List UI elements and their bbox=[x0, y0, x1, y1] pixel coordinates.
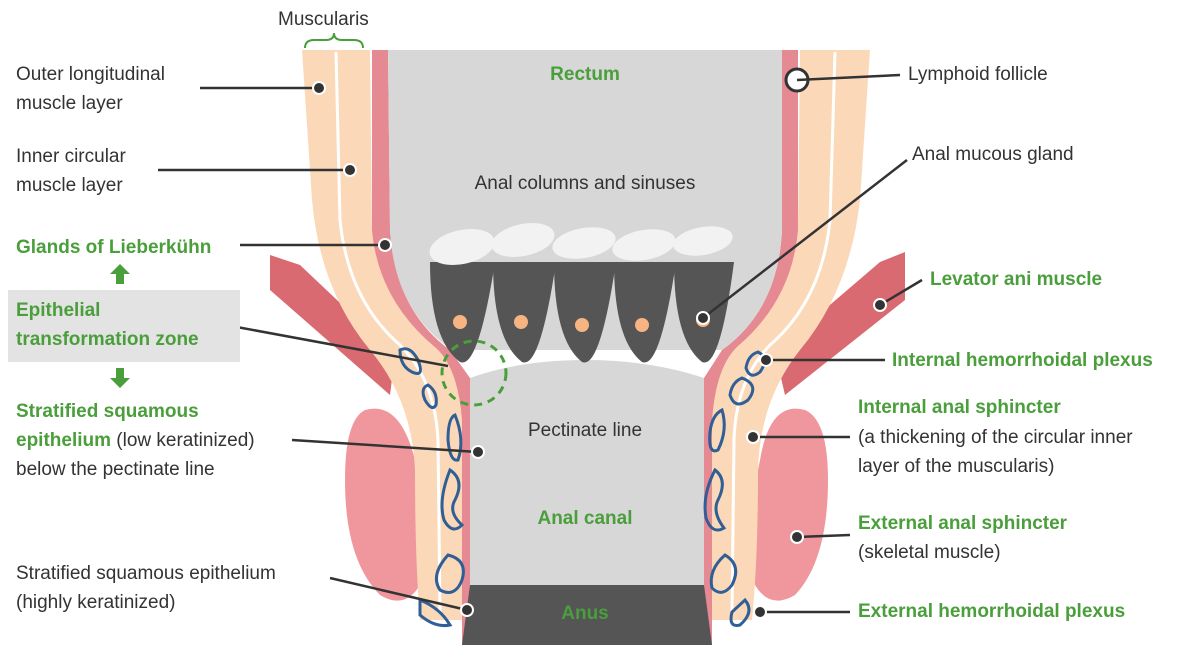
label-internal-sphincter-desc-1: (a thickening of the circular inner bbox=[858, 424, 1133, 451]
label-muscularis: Muscularis bbox=[278, 6, 369, 33]
anal-gland-dot bbox=[514, 315, 528, 329]
anal-gland-dot bbox=[635, 318, 649, 332]
label-inner-circular-2: muscle layer bbox=[16, 172, 123, 199]
label-anus: Anus bbox=[530, 600, 640, 627]
label-internal-hemorrhoidal: Internal hemorrhoidal plexus bbox=[892, 347, 1153, 374]
label-rectum: Rectum bbox=[510, 61, 660, 88]
arrow-down-icon bbox=[108, 366, 132, 390]
anal-gland-dot bbox=[575, 318, 589, 332]
label-stratified-high-2: (highly keratinized) bbox=[16, 589, 175, 616]
label-stratified-low-rest: (low keratinized) bbox=[111, 430, 255, 451]
label-stratified-high-1: Stratified squamous epithelium bbox=[16, 560, 276, 587]
label-internal-sphincter: Internal anal sphincter bbox=[858, 394, 1061, 421]
label-transformation-zone-2: transformation zone bbox=[16, 326, 199, 353]
label-external-hemorrhoidal: External hemorrhoidal plexus bbox=[858, 598, 1125, 625]
label-stratified-low-2: epithelium (low keratinized) bbox=[16, 427, 255, 454]
label-lymphoid-follicle: Lymphoid follicle bbox=[908, 61, 1048, 88]
label-stratified-low-1: Stratified squamous bbox=[16, 398, 199, 425]
label-stratified-low-3: below the pectinate line bbox=[16, 456, 215, 483]
label-outer-longitudinal-1: Outer longitudinal bbox=[16, 61, 165, 88]
muscularis-bracket bbox=[305, 33, 363, 48]
anal-sinuses bbox=[426, 218, 735, 363]
label-external-sphincter: External anal sphincter bbox=[858, 510, 1067, 537]
label-anal-columns: Anal columns and sinuses bbox=[440, 170, 730, 197]
label-pectinate-line: Pectinate line bbox=[490, 417, 680, 444]
anal-canal-lumen bbox=[470, 360, 704, 585]
anal-gland-dot bbox=[453, 315, 467, 329]
arrow-up-icon bbox=[108, 262, 132, 286]
label-glands-lieberkuhn: Glands of Lieberkühn bbox=[16, 234, 211, 261]
label-inner-circular-1: Inner circular bbox=[16, 143, 126, 170]
label-transformation-zone-1: Epithelial bbox=[16, 297, 100, 324]
label-external-sphincter-desc: (skeletal muscle) bbox=[858, 539, 1001, 566]
label-anal-canal: Anal canal bbox=[500, 505, 670, 532]
label-stratified-low-bold: epithelium bbox=[16, 430, 111, 451]
label-outer-longitudinal-2: muscle layer bbox=[16, 90, 123, 117]
label-levator-ani: Levator ani muscle bbox=[930, 266, 1102, 293]
label-anal-mucous-gland: Anal mucous gland bbox=[912, 141, 1074, 168]
label-internal-sphincter-desc-2: layer of the muscularis) bbox=[858, 453, 1054, 480]
